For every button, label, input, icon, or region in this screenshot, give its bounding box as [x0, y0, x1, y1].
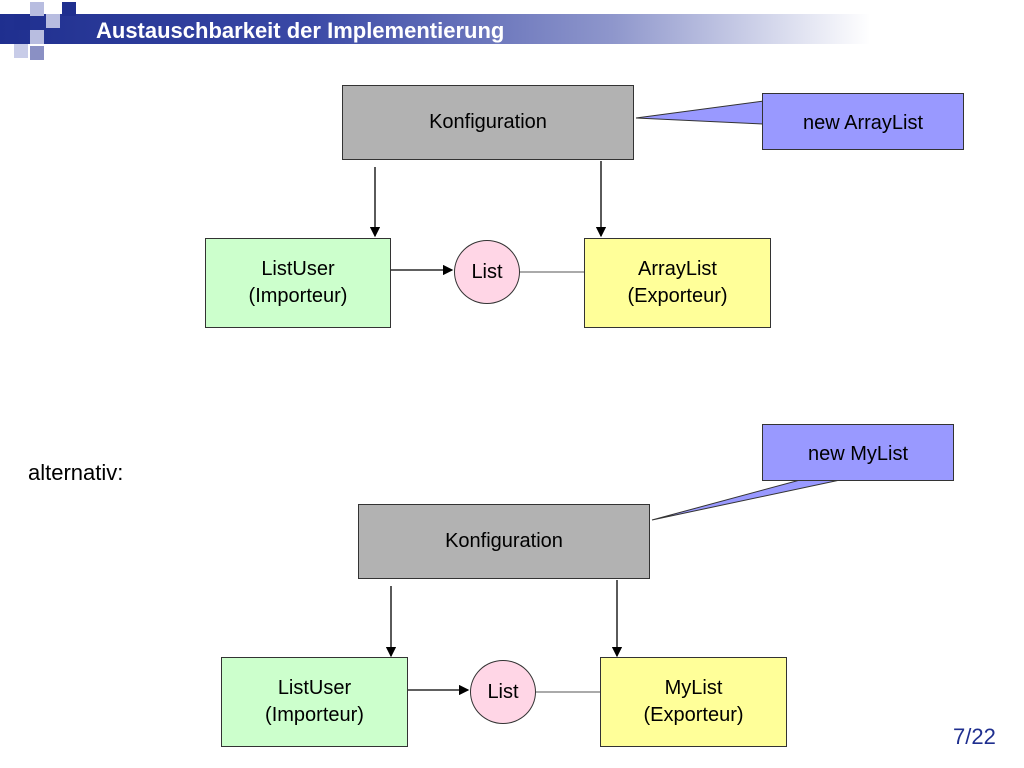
importer-box-bottom: ListUser (Importeur)	[221, 657, 408, 747]
exporter-label-bottom: MyList (Exporteur)	[643, 677, 744, 726]
importer-label-top: ListUser (Importeur)	[248, 258, 348, 307]
exporter-box-top: ArrayList (Exporteur)	[584, 238, 771, 328]
callout-pointer-bottom	[651, 479, 841, 521]
page-number: 7/22	[953, 724, 996, 749]
importer-box-top: ListUser (Importeur)	[205, 238, 391, 328]
importer-label-bottom: ListUser (Importeur)	[265, 677, 364, 726]
config-box-top: Konfiguration	[342, 85, 634, 160]
config-label-top: Konfiguration	[429, 111, 547, 133]
interface-label-top: List	[471, 260, 503, 283]
logo-square-navy	[14, 14, 30, 30]
config-label-bottom: Konfiguration	[445, 530, 563, 552]
callout-pointer-top	[635, 100, 765, 125]
logo-square-navy	[30, 46, 44, 60]
header-bar	[0, 14, 1024, 44]
callout-label-bottom: new MyList	[807, 443, 909, 465]
slide-title: Austauschbarkeit der Implementierung	[96, 18, 505, 43]
exporter-label-top: ArrayList (Exporteur)	[627, 258, 728, 307]
logo-square-light	[46, 14, 60, 28]
callout-label-top: new ArrayList	[802, 112, 924, 134]
callout-box-bottom: new MyList	[762, 424, 954, 481]
interface-circle-top: List	[454, 240, 520, 304]
callout-box-top: new ArrayList	[762, 93, 964, 150]
interface-circle-bottom: List	[470, 660, 536, 724]
logo-square-light	[30, 2, 44, 16]
logo-square-light	[14, 44, 28, 58]
logo-square-navy	[62, 2, 76, 16]
logo-square-light	[30, 30, 44, 44]
interface-label-bottom: List	[487, 680, 519, 703]
config-box-bottom: Konfiguration	[358, 504, 650, 579]
alternative-label: alternativ:	[28, 460, 124, 485]
exporter-box-bottom: MyList (Exporteur)	[600, 657, 787, 747]
